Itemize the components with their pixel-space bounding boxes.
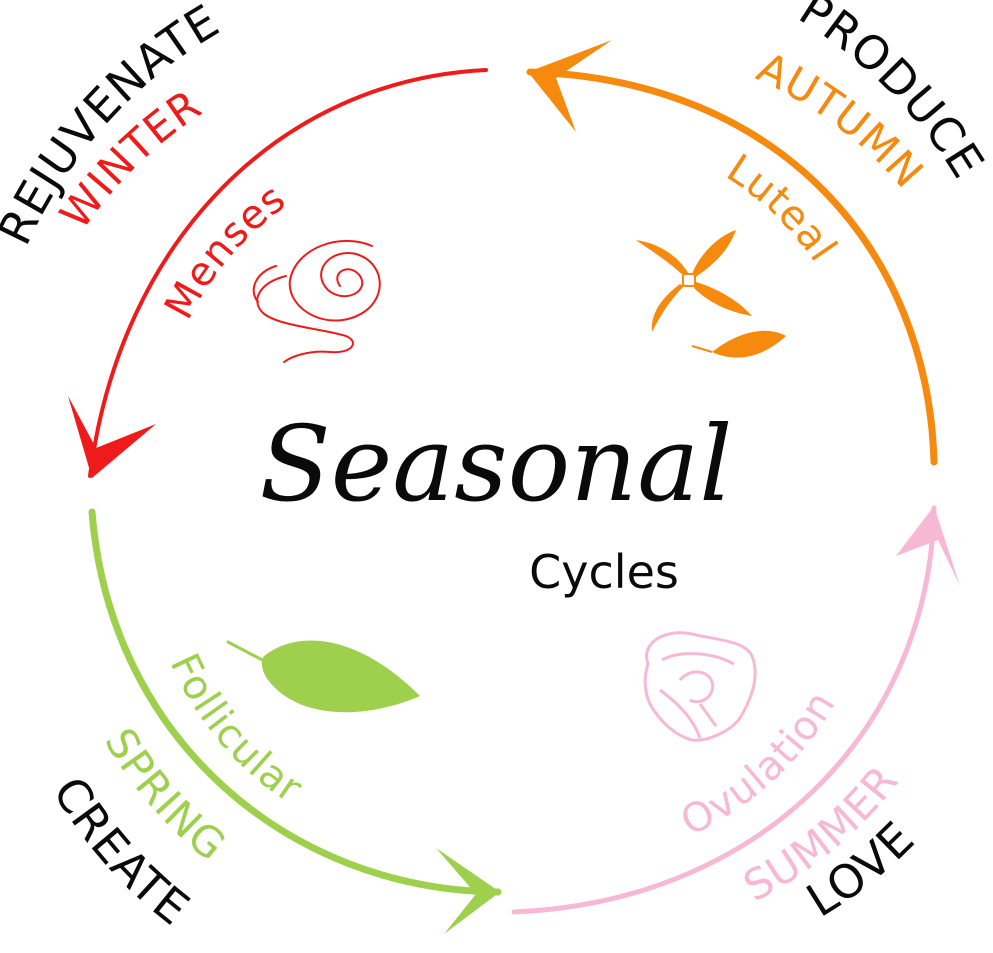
spiral-icon xyxy=(254,241,380,362)
spring-arc-line xyxy=(92,512,498,892)
autumn-arrowhead xyxy=(528,40,612,132)
autumn-arc xyxy=(528,40,934,462)
autumn-phase-label: Luteal xyxy=(719,146,846,271)
falling-leaves-icon xyxy=(636,230,786,358)
winter-phase-label: Menses xyxy=(156,175,294,327)
diagram-subtitle: Cycles xyxy=(529,545,679,599)
heart-ribbon-icon xyxy=(645,633,755,741)
diagram-title: Seasonal xyxy=(259,403,732,525)
winter-phase-text: Menses xyxy=(156,175,294,327)
autumn-phase-text: Luteal xyxy=(719,146,846,271)
leaf-icon xyxy=(228,641,420,713)
winter-arrowhead xyxy=(68,396,156,478)
